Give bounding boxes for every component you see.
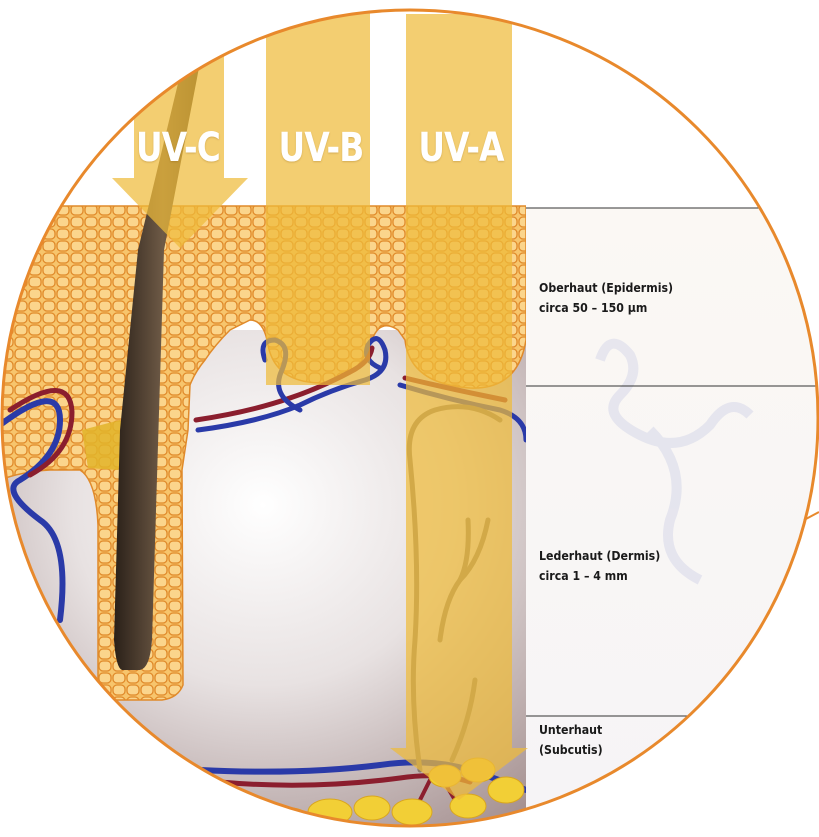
uvb-beam	[266, 8, 370, 385]
uvc-label: UV-C	[129, 128, 227, 168]
subcutis-label: Unterhaut (Subcutis)	[539, 720, 603, 760]
subcutis-name-line2: (Subcutis)	[539, 740, 603, 760]
uvb-label: UV-B	[276, 128, 366, 168]
dermis-name: Lederhaut (Dermis)	[539, 546, 660, 566]
uva-label: UV-A	[415, 128, 507, 168]
epidermis-name: Oberhaut (Epidermis)	[539, 278, 673, 298]
subcutis-name: Unterhaut	[539, 720, 603, 740]
dermis-thickness: circa 1 – 4 mm	[539, 566, 660, 586]
epidermis-label: Oberhaut (Epidermis) circa 50 – 150 µm	[539, 278, 673, 318]
epidermis-thickness: circa 50 – 150 µm	[539, 298, 673, 318]
dermis-label: Lederhaut (Dermis) circa 1 – 4 mm	[539, 546, 660, 586]
